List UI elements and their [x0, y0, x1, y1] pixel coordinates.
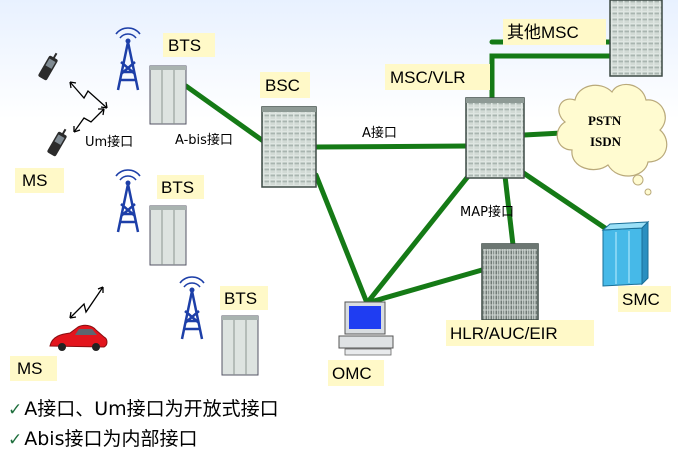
- abis-link: [183, 83, 269, 146]
- ms2-label-bg: [10, 356, 57, 381]
- radio-wave-ms1: [69, 81, 108, 109]
- hlr-label-bg: [446, 320, 594, 346]
- ms1-label: MS: [22, 171, 48, 190]
- msc-vlr-rack: [465, 97, 525, 179]
- a-interface-label: A接口: [362, 125, 397, 141]
- bts3-label-bg: [220, 286, 268, 310]
- antenna-tower-icon: [179, 276, 205, 340]
- mobile-phone-icon: [47, 128, 67, 157]
- smc-label: SMC: [622, 290, 660, 309]
- bts1-label: BTS: [168, 36, 201, 55]
- bts-cabinet-1: [149, 65, 187, 125]
- note-item: ✓Abis接口为内部接口: [8, 424, 668, 454]
- cabinet-icon: [601, 220, 650, 287]
- note-item: ✓A接口、Um接口为开放式接口: [8, 394, 668, 424]
- a-interface-link: [313, 143, 471, 150]
- notes: ✓A接口、Um接口为开放式接口 ✓Abis接口为内部接口: [8, 394, 668, 454]
- msc-smc-link: [519, 169, 611, 233]
- mobile-phone-icon: [38, 52, 58, 81]
- isdn-label: ISDN: [590, 134, 622, 149]
- antenna-tower-icon: [115, 27, 141, 91]
- pstn-label: PSTN: [588, 113, 622, 128]
- bts2-label-bg: [157, 175, 204, 199]
- ms1-label-bg: [15, 168, 64, 193]
- other-msc-label-bg: [503, 19, 606, 45]
- bsc-omc-link: [313, 172, 370, 306]
- omc-label-bg: [328, 360, 384, 386]
- radio-wave-ms2: [73, 108, 105, 133]
- radio-waves: [69, 81, 108, 319]
- other-msc-label: 其他MSC: [507, 23, 579, 42]
- bts-cabinet-3: [221, 315, 259, 376]
- bsc-label-bg: [260, 72, 310, 98]
- smc-label-bg: [618, 286, 671, 312]
- msc-vlr-label: MSC/VLR: [390, 68, 466, 87]
- msc-hlr-link: [502, 173, 516, 248]
- antenna-tower-icon: [115, 169, 141, 233]
- note-text: A接口、Um接口为开放式接口: [24, 398, 279, 420]
- msc-omc-link: [364, 171, 473, 306]
- computer-terminal-icon: [338, 301, 394, 356]
- omc-label: OMC: [332, 364, 372, 383]
- ms2-label: MS: [17, 359, 43, 378]
- car-icon: [49, 324, 108, 351]
- hlr-label: HLR/AUC/EIR: [450, 324, 558, 343]
- check-icon: ✓: [8, 400, 23, 420]
- cloud-icon: [556, 83, 668, 196]
- radio-wave-car: [69, 286, 104, 319]
- hlr-omc-link: [364, 267, 485, 306]
- note-text: Abis接口为内部接口: [24, 428, 198, 450]
- um-interface-label: Um接口: [85, 134, 133, 150]
- bts2-label: BTS: [161, 178, 194, 197]
- bsc-label: BSC: [265, 76, 300, 95]
- bts3-label: BTS: [224, 289, 257, 308]
- other-msc-rack: [609, 0, 663, 77]
- bsc-rack: [261, 106, 317, 188]
- check-icon: ✓: [8, 430, 23, 450]
- gsm-network-diagram: BTS BTS BTS BSC MSC/VLR 其他MSC SMC HLR/AU…: [10, 0, 671, 386]
- map-interface-label: MAP接口: [460, 204, 514, 220]
- hlr-rack: [481, 243, 539, 321]
- abis-interface-label: A-bis接口: [175, 132, 233, 148]
- msc-pstn-link: [521, 130, 565, 138]
- bts-cabinet-2: [149, 205, 187, 266]
- msc-label-bg: [385, 64, 490, 90]
- msc-other-msc-link: [489, 53, 613, 101]
- bts1-label-bg: [163, 33, 215, 57]
